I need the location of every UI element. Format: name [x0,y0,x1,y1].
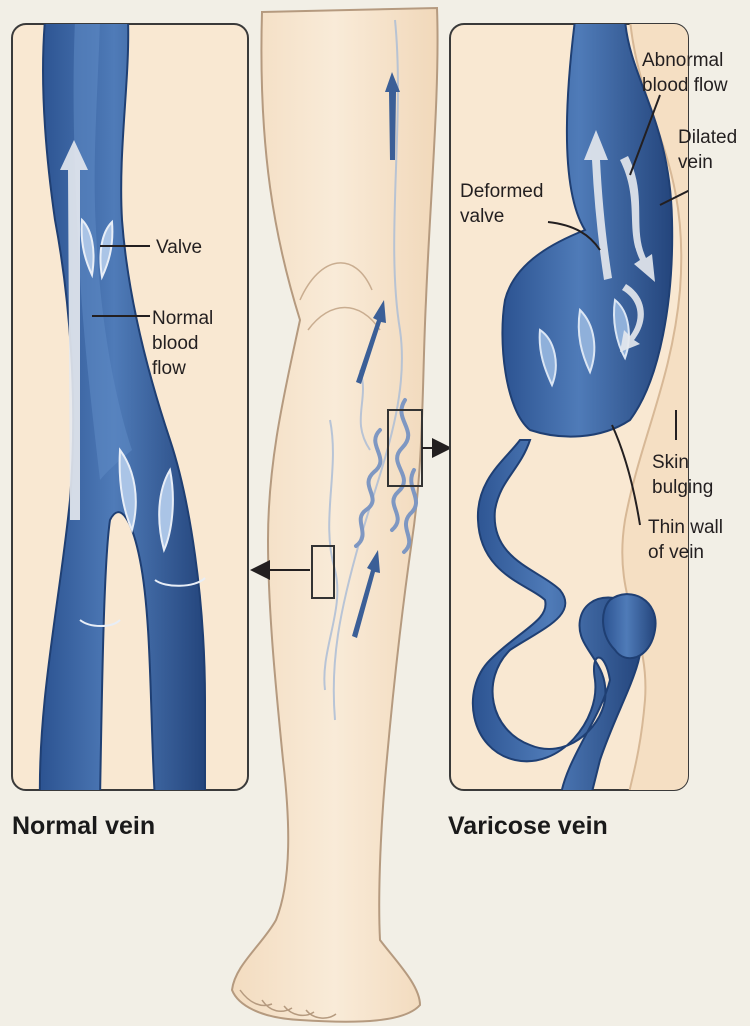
deformed-label-1: Deformed [460,181,543,202]
normal-vein-panel: Valve Normal blood flow [12,20,248,800]
leg-shape [232,8,438,1022]
normal-flow-label-2: blood [152,333,199,354]
dilated-label-2: vein [678,152,713,173]
normal-vein-caption: Normal vein [12,812,155,840]
dilated-label-1: Dilated [678,127,737,148]
abnormal-flow-label-2: blood flow [642,75,728,96]
deformed-label-2: valve [460,206,504,227]
leg-illustration [232,8,448,1022]
normal-flow-label-1: Normal [152,308,213,329]
skin-label-2: bulging [652,477,713,498]
abnormal-flow-label-1: Abnormal [642,50,723,71]
normal-flow-label-3: flow [152,358,186,379]
skin-label-1: Skin [652,452,689,473]
varicose-vein-caption: Varicose vein [448,812,608,840]
thin-wall-label-1: Thin wall [648,517,723,538]
varicose-vein-panel: Abnormal blood flow Dilated vein Deforme… [450,20,737,800]
thin-wall-label-2: of vein [648,542,704,563]
valve-label: Valve [156,237,202,258]
